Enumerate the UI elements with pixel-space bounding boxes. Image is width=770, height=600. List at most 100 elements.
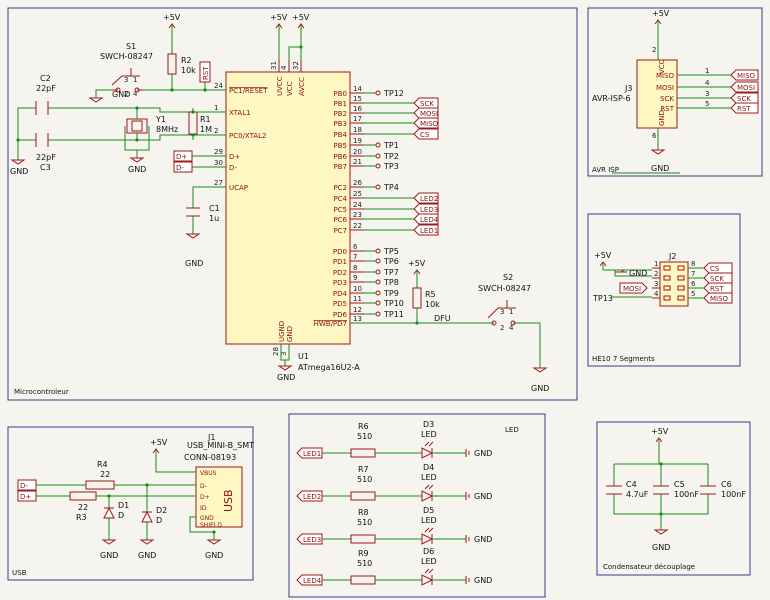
svg-text:1: 1 — [509, 308, 513, 316]
gnd-j2: GND — [629, 269, 647, 278]
d1-ref: D1 — [118, 501, 129, 510]
gnd-j3: GND — [651, 164, 669, 173]
title-avr: AVR ISP — [592, 166, 619, 174]
s2-value: SWCH-08247 — [478, 284, 531, 293]
mcu-pin-num: 25 — [353, 190, 362, 198]
test-point: TP8 — [383, 278, 399, 287]
y1-ref: Y1 — [155, 115, 166, 124]
net-label: LED2 — [303, 493, 321, 501]
mcu-pin-name: PB4 — [334, 131, 348, 139]
net-label: LED2 — [420, 195, 438, 203]
led-value: LED — [421, 557, 437, 566]
gnd-y1: GND — [128, 165, 146, 174]
j3-gndn: 6 — [652, 132, 657, 140]
r4-value: 22 — [100, 470, 110, 479]
p5v-mcu-a: +5V — [270, 13, 288, 22]
mcu-pin-name: GND — [286, 326, 294, 342]
gnd-mcu: GND — [277, 373, 295, 382]
mcu-pin-num: 6 — [353, 243, 358, 251]
mcu-pin-name: PC5 — [333, 206, 347, 214]
d1-value: D — [118, 511, 124, 520]
s1-value: SWCH-08247 — [100, 52, 153, 61]
c3-ref: C3 — [40, 163, 51, 172]
rst-label-mcu: RST — [202, 66, 210, 80]
mcu-pin-name: VCC — [286, 81, 294, 96]
net-label: RST — [737, 105, 751, 113]
j2-pin-num: 6 — [691, 280, 696, 288]
mcu-pin-num: 1 — [214, 104, 218, 112]
led-res-value: 510 — [357, 432, 372, 441]
mcu-pin-num: 24 — [214, 82, 223, 90]
dplus-label-usb: D+ — [20, 493, 31, 501]
r5-value: 10k — [425, 300, 440, 309]
mcu-pin-num: 13 — [353, 315, 362, 323]
net-label: LED3 — [420, 206, 438, 214]
mcu-pin-num: 18 — [353, 126, 362, 134]
mcu-pin-name: PC0/XTAL2 — [229, 132, 266, 140]
c5-ref: C5 — [674, 480, 685, 489]
j3-ref: J3 — [624, 84, 632, 93]
net-label: MISO — [710, 295, 729, 303]
usb-pin-name: SHIELD — [200, 522, 222, 529]
mcu-pin-name: PB3 — [334, 120, 347, 128]
net-label: MISO — [420, 120, 439, 128]
dfu-net: DFU — [434, 314, 451, 323]
j3-pin-name: MOSI — [656, 84, 674, 92]
net-label: SCK — [737, 95, 751, 103]
led-res-ref: R7 — [358, 465, 369, 474]
net-label: MOSI — [737, 84, 755, 92]
j3-pin-num: 5 — [705, 100, 709, 108]
led-value: LED — [421, 516, 437, 525]
c4-ref: C4 — [626, 480, 637, 489]
c2-ref: C2 — [40, 74, 51, 83]
j3-pin-name: SCK — [660, 95, 674, 103]
net-label: RST — [710, 285, 724, 293]
mcu-pin-name: PC2 — [333, 184, 347, 192]
test-point: TP9 — [383, 289, 399, 298]
r2-value: 10k — [181, 66, 196, 75]
mcu-pin-name: XTAL1 — [229, 109, 251, 117]
frame-avr — [587, 7, 763, 177]
test-point: TP2 — [383, 152, 399, 161]
mcu-pin-name: PC1/RESET — [229, 87, 268, 95]
mcu-pin-name: PB5 — [334, 142, 347, 150]
mcu-ref: U1 — [298, 352, 309, 361]
j2-pin-num: 4 — [654, 290, 659, 298]
mcu-pin-num: 4 — [280, 65, 288, 70]
j3-pin-num: 3 — [705, 90, 709, 98]
mcu-pin-num: 12 — [353, 306, 362, 314]
r3-value: 22 — [78, 503, 88, 512]
mcu-pin-name: AVCC — [298, 77, 306, 96]
mcu-value: ATmega16U2-A — [298, 363, 360, 372]
mcu-pin-num: 7 — [353, 253, 357, 261]
mcu-pin-name: PB0 — [334, 90, 347, 98]
c4-value: 4.7uF — [626, 490, 649, 499]
mcu-pin-num: 16 — [353, 105, 362, 113]
mcu-pin-num: 3 — [280, 352, 288, 356]
j2-pin-num: 3 — [654, 280, 658, 288]
dplus-label-mcu: D+ — [176, 153, 187, 161]
p5v-mcu-b: +5V — [292, 13, 310, 22]
r5-ref: R5 — [425, 290, 436, 299]
gnd-led: GND — [474, 535, 492, 544]
frame-micro — [7, 7, 578, 401]
led-res-value: 510 — [357, 475, 372, 484]
usb-pin-name: GND — [200, 515, 214, 522]
mcu-pin-name: PD3 — [333, 279, 347, 287]
j3-gndpin: GND — [658, 110, 666, 126]
crystal-y1 — [124, 106, 150, 151]
test-point: TP1 — [383, 141, 399, 150]
mcu-pin-num: 22 — [353, 222, 362, 230]
mcu-pin-name: PC7 — [333, 227, 347, 235]
j2-ref: J2 — [668, 252, 676, 261]
p5v-r5: +5V — [408, 259, 426, 268]
title-decoup: Condensateur découplage — [603, 563, 695, 571]
mcu-pin-name: PC6 — [333, 216, 347, 224]
frame-usb — [7, 426, 254, 581]
mcu-pin-name: PD6 — [333, 311, 348, 319]
test-point: TP4 — [383, 183, 399, 192]
mcu-pin-num: 8 — [353, 264, 357, 272]
